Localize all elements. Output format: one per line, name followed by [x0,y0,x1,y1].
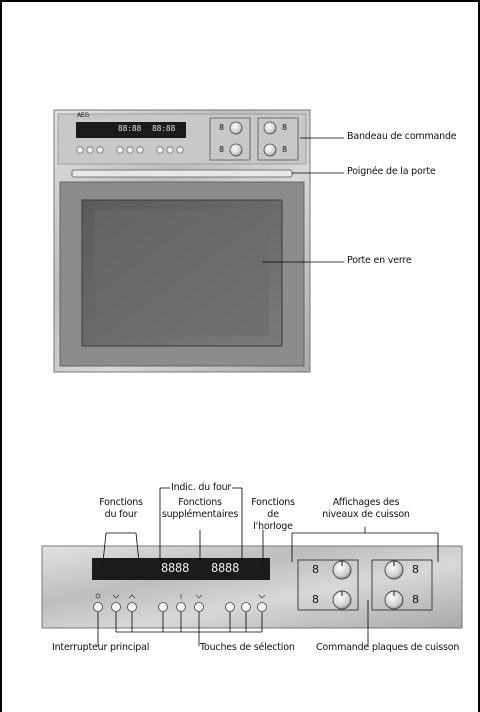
page-left-border [0,0,2,712]
panel-display-left: 8888 [161,561,190,575]
label-main-switch: Interrupteur principal [52,642,150,653]
hob-knob-display-4: 8 [412,593,419,606]
oven-knob-3 [263,121,277,135]
hob-knob-display-1: 8 [312,563,319,576]
oven-knob-display-1: 8 [219,123,224,132]
oven-knob-4 [263,143,277,157]
oven-brand: AEG [77,112,89,119]
oven-knob-box [209,117,251,161]
page-right-border [478,0,480,712]
oven-knob-box-right [257,117,299,161]
panel-buttons [93,602,267,612]
hob-knob-display-2: 8 [312,593,319,606]
button-main-switch [93,602,103,612]
label-control-panel: Bandeau de commande [347,131,457,142]
oven-display-right: 88:88 [152,124,176,133]
hob-knob-display-3: 8 [412,563,419,576]
hob-box-left [297,559,359,611]
oven-buttons [76,146,184,154]
oven-knob-1 [229,121,243,135]
label-selection-keys: Touches de sélection [200,642,295,653]
label-oven-indicator: Indic. du four [171,482,232,493]
page-top-border [0,0,480,2]
hob-box-right [371,559,433,611]
label-cooking-level-displays: Affichages des niveaux de cuisson [322,497,410,520]
oven-knob-display-3: 8 [282,123,287,132]
label-glass-door: Porte en verre [347,255,412,266]
panel-display-right: 8888 [211,561,240,575]
oven-display-area [76,122,186,138]
oven-display-left: 88:88 [118,124,142,133]
panel-display-strip [92,558,270,580]
label-clock-functions: Fonctions de l'horloge [251,497,295,532]
oven-door-handle [71,169,293,178]
oven-knob-display-2: 8 [219,145,224,154]
label-door-handle: Poignée de la porte [347,166,436,177]
oven-knob-display-4: 8 [282,145,287,154]
oven-knob-2 [229,143,243,157]
label-oven-functions: Fonctions du four [99,497,143,520]
label-hob-controls: Commande plaques de cuisson [316,642,460,653]
label-extra-functions: Fonctions supplémentaires [161,497,239,520]
